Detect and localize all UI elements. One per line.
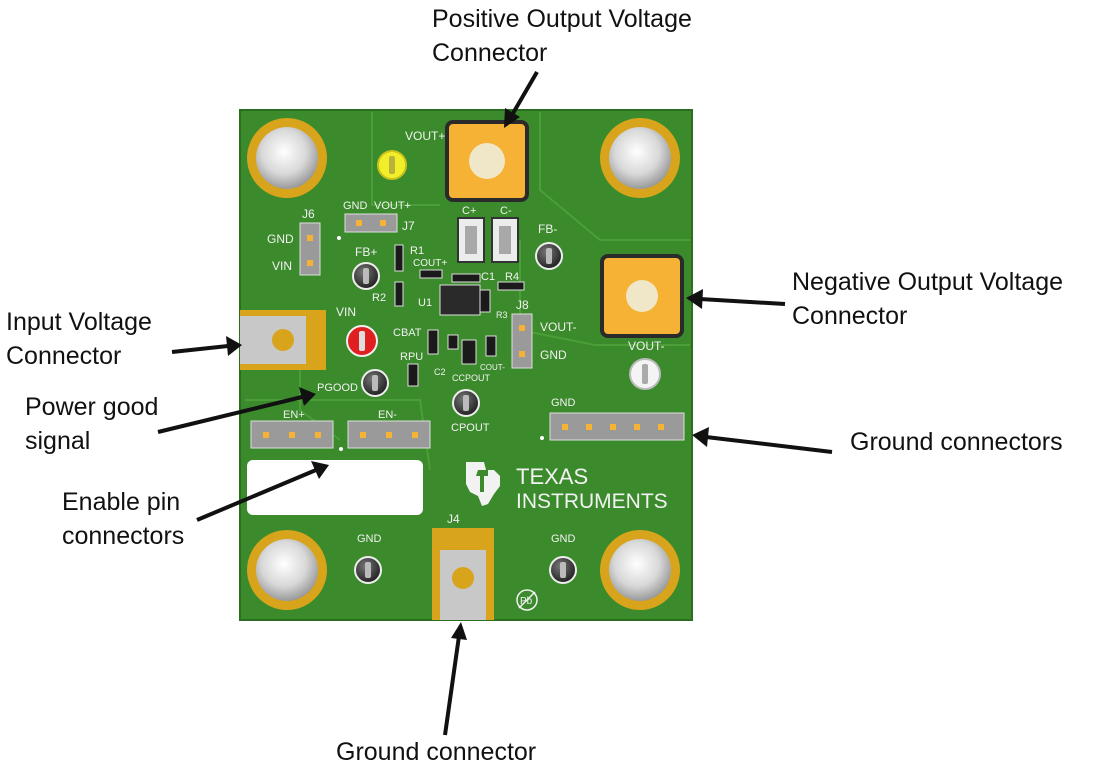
r4-label: R4 — [505, 271, 519, 283]
r3-label: R3 — [496, 310, 508, 320]
gnd-right-label: GND — [551, 533, 576, 545]
gnd-header-label: GND — [551, 397, 576, 409]
testpoint-fb-minus — [535, 242, 563, 270]
j7-vout-label: VOUT+ — [374, 200, 411, 212]
j7-label: J7 — [402, 219, 415, 233]
testpoint-pgood — [361, 369, 389, 397]
testpoint-cpout — [452, 389, 480, 417]
j4-ground-pad — [432, 528, 494, 620]
cout-plus-label: COUT+ — [413, 258, 447, 269]
j7-header — [337, 213, 398, 240]
label-area — [247, 460, 423, 515]
j7-gnd-label: GND — [343, 200, 368, 212]
c-minus-pad — [491, 217, 519, 263]
cbat-label: CBAT — [393, 327, 422, 339]
testpoint-gnd-left — [354, 556, 382, 584]
u1-label: U1 — [418, 297, 432, 309]
c-minus-label: C- — [500, 205, 512, 217]
ti-logo — [466, 462, 500, 506]
rpu-label: RPU — [400, 351, 423, 363]
callout-arrows — [157, 70, 833, 736]
testpoint-white — [629, 358, 661, 390]
pb-free-label: Pb — [520, 596, 533, 607]
c-plus-pad — [457, 217, 485, 263]
c2-label: C2 — [434, 367, 446, 377]
cout-minus-label: COUT- — [480, 363, 505, 372]
mounting-hole-bottom-right — [600, 530, 680, 610]
en-plus-label: EN+ — [283, 409, 305, 421]
j8-gnd-label: GND — [540, 348, 567, 362]
j8-header — [511, 313, 533, 369]
testpoint-fb-plus — [352, 262, 380, 290]
vin-label: VIN — [336, 305, 356, 319]
callout-ground-connector: Ground connector — [336, 738, 537, 766]
j6-label: J6 — [302, 207, 315, 221]
smd-components — [394, 244, 525, 387]
en-minus-header — [339, 420, 431, 451]
en-minus-label: EN- — [378, 409, 397, 421]
callout-input-voltage: Input Voltage Connector — [6, 308, 152, 370]
fb-plus-label: FB+ — [355, 245, 377, 259]
j8-vout-label: VOUT- — [540, 320, 577, 334]
c1-label: C1 — [481, 271, 495, 283]
testpoint-gnd-right — [549, 556, 577, 584]
logo-line2: INSTRUMENTS — [516, 490, 668, 513]
j4-label: J4 — [447, 512, 460, 526]
mounting-hole-bottom-left — [247, 530, 327, 610]
fb-minus-label: FB- — [538, 222, 557, 236]
testpoint-yellow — [377, 150, 407, 180]
j8-label: J8 — [516, 298, 529, 312]
callout-power-good: Power good signal — [25, 393, 159, 455]
cpout-label: CPOUT — [451, 422, 490, 434]
testpoint-red — [346, 325, 378, 357]
vout-plus-label: VOUT+ — [405, 129, 445, 143]
pgood-label: PGOOD — [317, 382, 358, 394]
callout-positive-output: Positive Output Voltage Connector — [432, 5, 692, 67]
j6-vin-label: VIN — [272, 259, 292, 273]
gnd-header — [540, 412, 685, 441]
vout-minus-label: VOUT- — [628, 339, 665, 353]
callout-enable-pins: Enable pin connectors — [62, 488, 185, 550]
gnd-left-label: GND — [357, 533, 382, 545]
logo-line1: TEXAS — [516, 464, 588, 489]
j6-gnd-label: GND — [267, 232, 294, 246]
en-plus-header — [250, 420, 334, 449]
input-voltage-pad — [240, 310, 326, 370]
mounting-hole-top-left — [247, 118, 327, 198]
c-plus-label: C+ — [462, 205, 476, 217]
r2-label: R2 — [372, 292, 386, 304]
mounting-hole-top-right — [600, 118, 680, 198]
r1-label: R1 — [410, 245, 424, 257]
positive-output-pad — [445, 120, 529, 202]
callout-ground-connectors: Ground connectors — [850, 428, 1063, 456]
j6-header — [299, 222, 321, 276]
ccpout-label: CCPOUT — [452, 373, 491, 383]
negative-output-pad — [600, 254, 684, 338]
callout-negative-output: Negative Output Voltage Connector — [792, 268, 1064, 330]
pb-free-icon — [516, 589, 538, 611]
